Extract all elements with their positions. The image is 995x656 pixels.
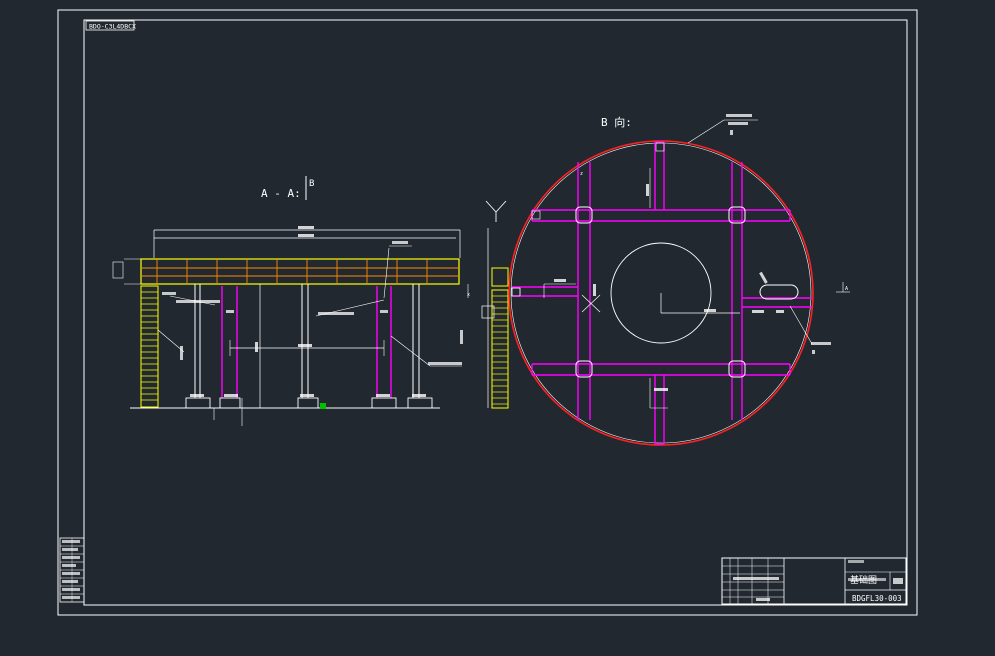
section-a-view: A - A: B xyxy=(112,176,462,426)
drawing-name: 基础图 xyxy=(850,574,877,586)
title-block: 基础图 BDGFL30-003 xyxy=(721,557,907,605)
center-opening xyxy=(610,242,712,344)
corner-code-box xyxy=(85,20,135,31)
section-a-marker: B xyxy=(309,179,314,189)
side-elevation: Y x xyxy=(460,200,521,409)
b-view: B 向: xyxy=(508,114,850,446)
axis-x-label: x xyxy=(467,292,470,298)
axis-a-label: A xyxy=(845,286,848,292)
tank-outline xyxy=(508,140,814,446)
section-a-title: A - A: xyxy=(261,187,301,200)
platform-deck xyxy=(140,258,460,285)
revision-strip xyxy=(59,537,85,603)
ladder-side xyxy=(491,289,509,409)
drawing-number: BDGFL30-003 xyxy=(852,594,902,603)
ground-marker xyxy=(320,403,326,409)
axis-z-label: z xyxy=(580,171,583,177)
ladder-left xyxy=(140,285,159,408)
outer-border xyxy=(57,9,918,616)
corner-code: BDO-C3L4DBCX xyxy=(89,23,136,31)
section-b-title: B 向: xyxy=(601,115,632,129)
inner-border xyxy=(83,19,908,606)
